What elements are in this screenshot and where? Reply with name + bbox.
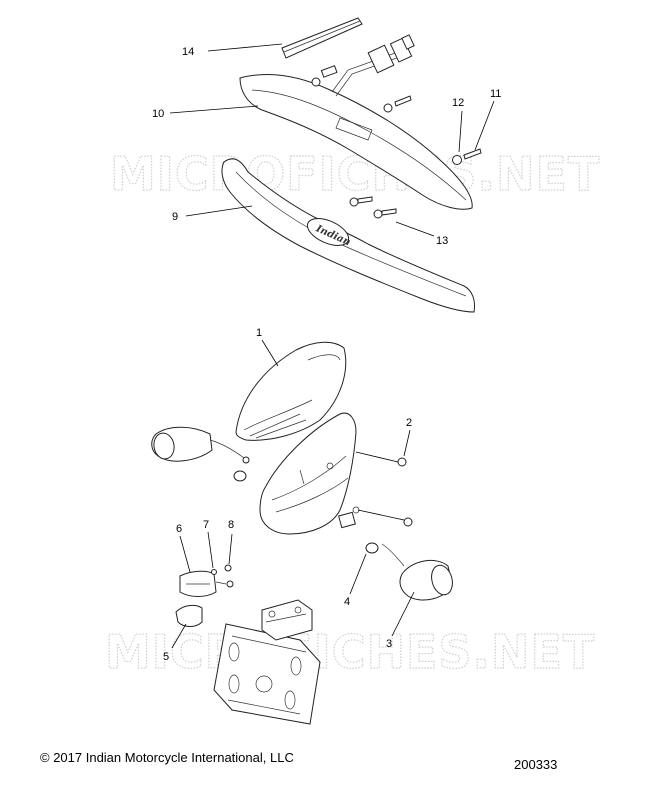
part-10-upper-trim xyxy=(239,34,473,210)
callout-14: 14 xyxy=(182,46,194,58)
part-9-lower-trim: Indian xyxy=(221,158,475,313)
watermark-top: MICROFICHES.NET xyxy=(110,147,600,201)
callout-9: 9 xyxy=(172,211,178,223)
part-8-nut xyxy=(224,564,232,572)
leader-lines xyxy=(169,43,495,649)
left-turn-signal xyxy=(151,426,250,464)
callout-7: 7 xyxy=(203,519,209,531)
callout-8: 8 xyxy=(228,519,234,531)
callout-6: 6 xyxy=(176,523,182,535)
callout-13: 13 xyxy=(436,235,448,247)
part-4-grommet xyxy=(365,542,379,554)
callout-5: 5 xyxy=(163,651,169,663)
screw-small xyxy=(215,581,227,585)
callout-4: 4 xyxy=(344,596,350,608)
callout-1: 1 xyxy=(256,327,262,339)
callout-12: 12 xyxy=(452,97,464,109)
callouts: 14 10 12 11 9 13 1 2 6 7 8 4 3 5 xyxy=(152,46,501,663)
fasteners-upper xyxy=(311,65,482,165)
license-plate-bracket xyxy=(213,599,321,725)
callout-11: 11 xyxy=(490,88,501,100)
copyright-text: © 2017 Indian Motorcycle International, … xyxy=(40,750,294,765)
part-14-strip xyxy=(281,17,363,59)
part-1-tail-lens xyxy=(235,341,347,441)
nut-lower xyxy=(403,517,413,527)
nut-small xyxy=(226,580,234,588)
part-7-washer xyxy=(211,569,217,575)
fasteners-13 xyxy=(349,196,397,219)
diagram-number: 200333 xyxy=(514,757,558,772)
callout-3: 3 xyxy=(386,638,392,650)
grommet-left xyxy=(233,470,247,482)
watermark-bottom: MICROFICHES.NET xyxy=(105,625,595,679)
part-2-nut xyxy=(397,457,407,467)
callout-2: 2 xyxy=(406,417,412,429)
part-6-license-lamp xyxy=(179,570,217,597)
right-turn-signal xyxy=(381,543,453,601)
license-bracket-housing xyxy=(259,412,360,535)
part-5-lamp-lens xyxy=(175,604,203,627)
callout-10: 10 xyxy=(152,108,164,120)
